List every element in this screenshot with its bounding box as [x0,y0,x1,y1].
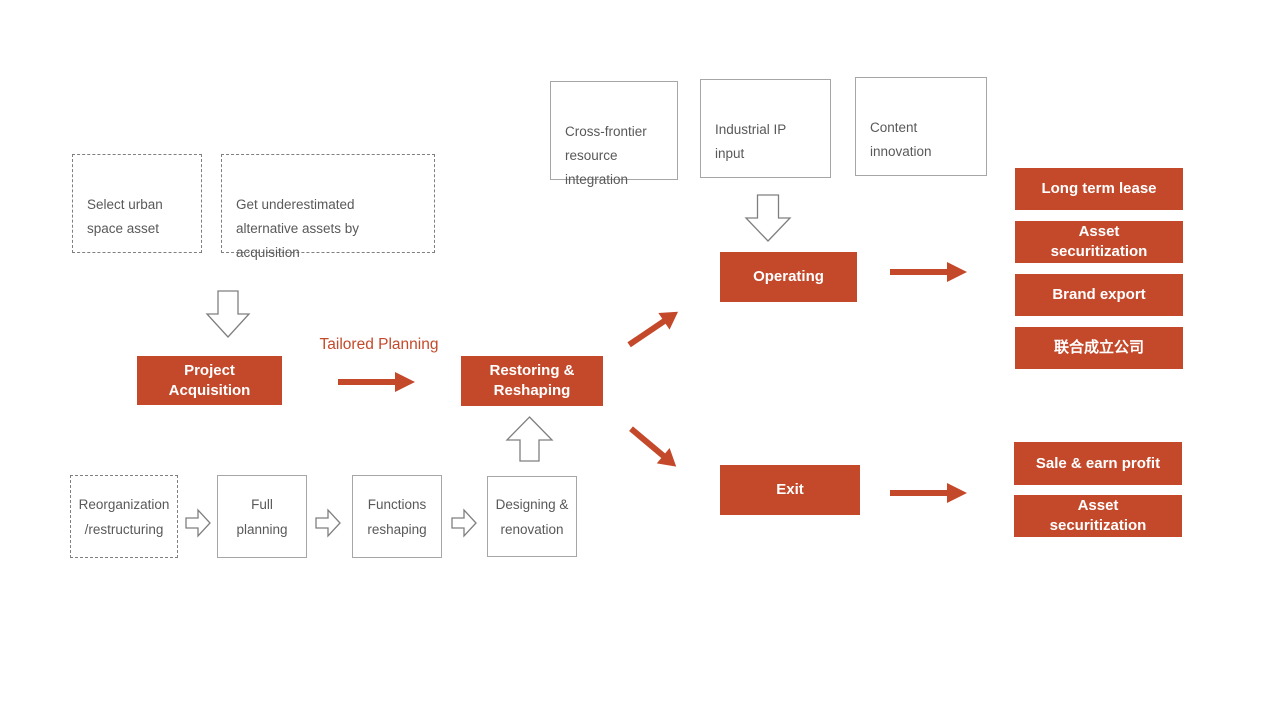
right-arrow-icon [890,483,967,503]
up-arrow-icon [505,416,554,462]
stage-restoring-reshaping: Restoring & Reshaping [461,356,603,406]
stage-project-acquisition: Project Acquisition [137,356,282,405]
input-label: Cross-frontier resource integration [565,124,647,187]
down-arrow-icon [205,290,251,338]
outcome-sale-earn-profit: Sale & earn profit [1014,442,1182,485]
step-label: Functions reshaping [367,496,427,537]
input-label: Industrial IP input [715,122,787,161]
outcome-asset-securitization: Asset securitization [1014,495,1182,537]
stage-label: Operating [753,268,824,285]
note-select-urban-space-asset: Select urban space asset [72,154,202,253]
down-arrow-icon [744,194,792,242]
step-reorganization-restructuring: Reorganization /restructuring [70,475,178,558]
outcome-long-term-lease: Long term lease [1015,168,1183,210]
tailored-planning-label: Tailored Planning [319,336,439,353]
outcome-joint-company: 联合成立公司 [1015,327,1183,369]
stage-label: Exit [776,481,804,498]
note-get-underestimated-assets: Get underestimated alternative assets by… [221,154,435,260]
step-designing-renovation: Designing & renovation [487,476,577,557]
diagonal-up-arrow-icon [627,311,679,348]
outcome-label: Asset securitization [1050,223,1148,260]
input-industrial-ip-input: Industrial IP input [700,79,831,178]
right-arrow-icon [890,262,967,282]
note-label: Get underestimated alternative assets by… [236,197,360,260]
input-label: Content innovation [870,120,932,159]
diagonal-down-arrow-icon [629,426,677,467]
stage-label: Restoring & Reshaping [489,362,575,399]
step-label: Reorganization /restructuring [78,496,170,537]
stage-exit: Exit [720,465,860,515]
step-functions-reshaping: Functions reshaping [352,475,442,558]
input-content-innovation: Content innovation [855,77,987,176]
outcome-label: Sale & earn profit [1035,454,1161,472]
outcome-label: 联合成立公司 [1053,339,1144,356]
input-cross-frontier-resource-integration: Cross-frontier resource integration [550,81,678,187]
right-arrow-icon [338,372,415,392]
stage-operating: Operating [720,252,857,302]
outcome-asset-securitization: Asset securitization [1015,221,1183,263]
outcome-brand-export: Brand export [1015,274,1183,316]
step-chevron-icon [185,508,211,538]
step-full-planning: Full planning [217,475,307,558]
outcome-label: Asset securitization [1049,497,1147,534]
step-chevron-icon [315,508,341,538]
note-label: Select urban space asset [87,197,163,236]
step-chevron-icon [451,508,477,538]
outcome-label: Brand export [1052,286,1146,303]
step-label: Designing & renovation [495,496,569,537]
stage-label: Project Acquisition [168,361,251,399]
step-label: Full planning [236,496,288,537]
outcome-label: Long term lease [1041,180,1157,197]
